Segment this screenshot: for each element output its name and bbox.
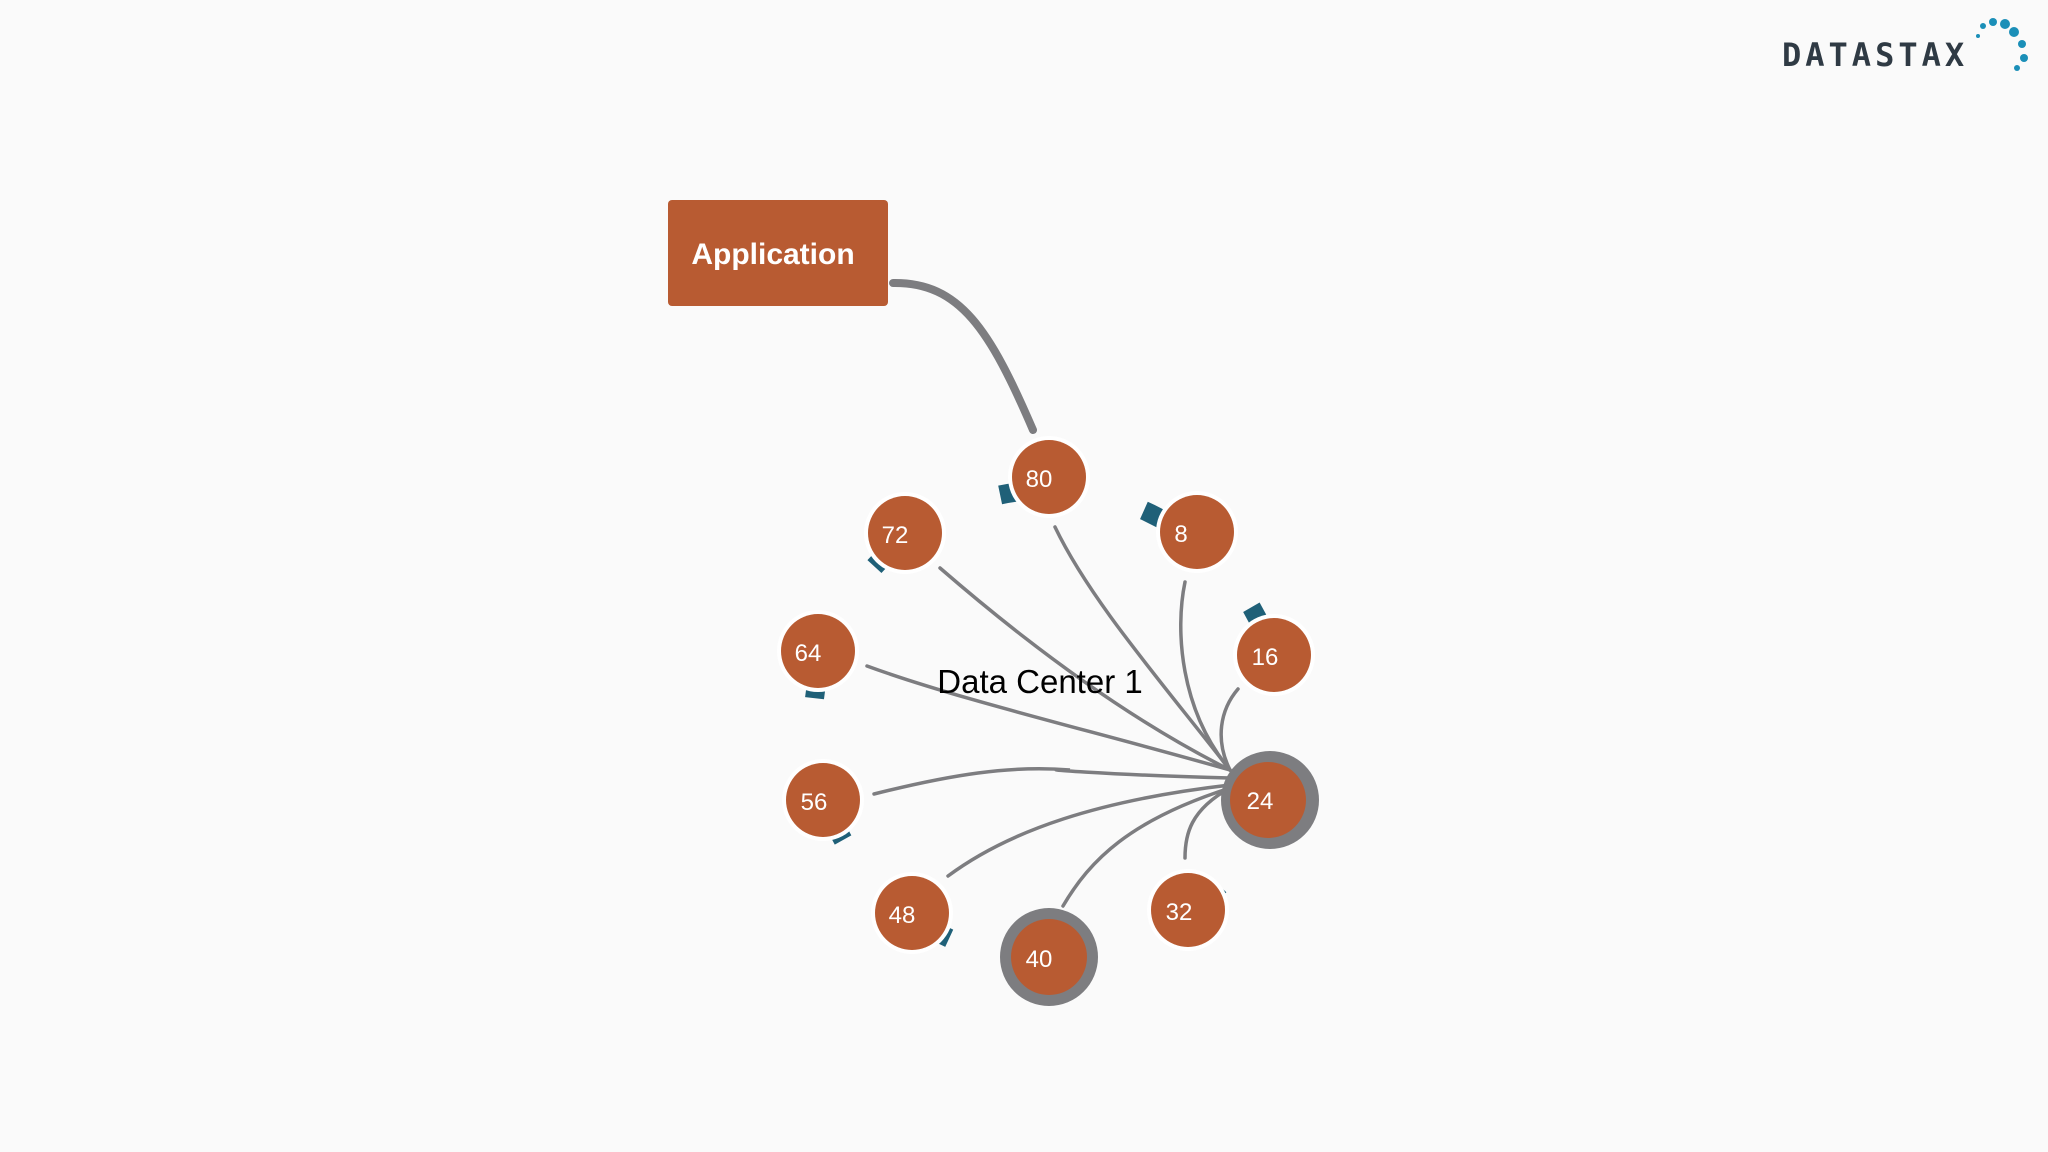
application-link (889, 278, 1037, 434)
node-56[interactable]: 56 (782, 759, 864, 841)
datastax-logo: DATASTAX (1782, 18, 2028, 74)
node-80[interactable]: 80 (1008, 436, 1090, 518)
link-24-8 (1179, 580, 1232, 772)
link-24-72 (938, 566, 1232, 772)
link-24-56 (872, 767, 1232, 796)
node-72[interactable]: 72 (864, 492, 946, 574)
node-16[interactable]: 16 (1233, 614, 1315, 696)
link-24-48 (946, 783, 1232, 878)
node-48-label: 48 (889, 902, 916, 929)
ring-nodes: 80 8 16 24 32 40 (777, 436, 1319, 1006)
node-56-label: 56 (801, 789, 828, 816)
node-64-label: 64 (795, 640, 822, 667)
link-24-64 (865, 664, 1232, 772)
node-48[interactable]: 48 (871, 872, 953, 954)
node-32-label: 32 (1166, 899, 1193, 926)
node-40-label: 40 (1026, 946, 1053, 973)
node-16-label: 16 (1252, 644, 1279, 671)
node-24[interactable]: 24 (1221, 751, 1319, 849)
link-24-32 (1183, 786, 1232, 860)
link-24-40 (1061, 786, 1232, 908)
node-8-label: 8 (1174, 521, 1187, 548)
brand-name: DATASTAX (1782, 36, 1968, 74)
link-24-16 (1219, 687, 1240, 772)
node-8[interactable]: 8 (1156, 491, 1238, 573)
application-label: Application (691, 238, 854, 271)
node-24-label: 24 (1247, 788, 1274, 815)
brand-dots-icon (1976, 18, 2028, 71)
data-center-label: Data Center 1 (937, 663, 1142, 700)
node-72-label: 72 (882, 522, 909, 549)
node-40[interactable]: 40 (1000, 908, 1098, 1006)
node-32[interactable]: 32 (1147, 869, 1229, 951)
application-box[interactable]: Application (668, 200, 888, 306)
hub-links (865, 525, 1240, 908)
link-24-80 (1053, 525, 1232, 772)
node-80-label: 80 (1026, 466, 1053, 493)
node-64[interactable]: 64 (777, 610, 859, 692)
